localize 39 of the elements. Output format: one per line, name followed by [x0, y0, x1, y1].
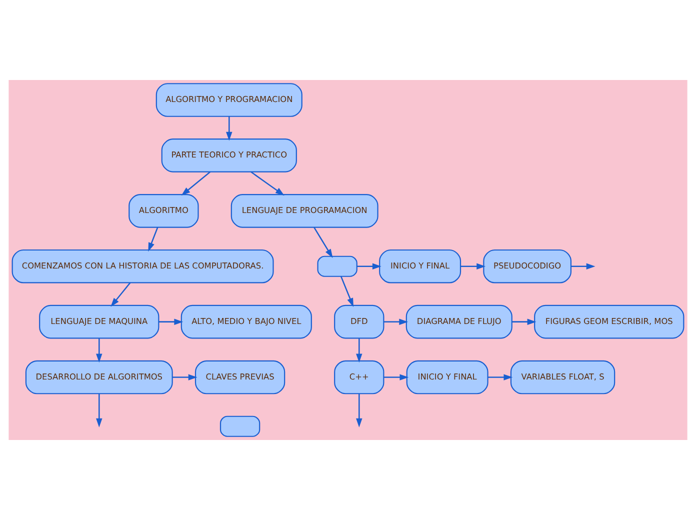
node-box: ALGORITMO Y PROGRAMACION — [156, 83, 302, 117]
node-box: ALTO, MEDIO Y BAJO NIVEL — [180, 304, 312, 339]
arrow — [181, 171, 211, 196]
node-box: COMENZAMOS CON LA HISTORIA DE LAS COMPUTADORAS. — [12, 249, 274, 284]
node-box: CLAVES PREVIAS — [194, 360, 286, 394]
arrow — [357, 263, 382, 270]
arrow — [356, 338, 362, 363]
node-box: DESARROLLO DE ALGORITMOS — [25, 360, 173, 394]
node-box: VARIABLES FLOAT, S — [510, 360, 616, 394]
arrow — [384, 374, 409, 380]
arrow — [488, 374, 513, 380]
arrow — [384, 318, 408, 325]
arrow — [110, 282, 131, 307]
arrow — [314, 227, 333, 258]
node-box: LENGUAJE DE MAQUINA — [39, 304, 160, 339]
node-box: INICIO Y FINAL — [379, 249, 462, 284]
node-box: INICIO Y FINAL — [406, 360, 488, 394]
node-box — [220, 416, 260, 437]
arrow — [226, 116, 232, 141]
node-box: FIGURAS GEOM ESCRIBIR, MOS — [534, 304, 684, 339]
node-box: DFD — [334, 304, 384, 339]
arrow — [356, 394, 362, 428]
arrow — [148, 227, 158, 252]
arrow — [96, 338, 102, 363]
arrow — [512, 318, 536, 325]
arrow — [460, 263, 486, 270]
arrow — [250, 171, 284, 196]
arrow — [172, 374, 198, 380]
node-box — [317, 256, 358, 277]
node-box: DIAGRAMA DE FLUJO — [406, 304, 512, 339]
node-box: LENGUAJE DE PROGRAMACION — [230, 194, 378, 228]
arrow — [158, 318, 184, 325]
node-box: PARTE TEORICO Y PRACTICO — [161, 138, 297, 172]
node-box: ALGORITMO — [128, 194, 199, 228]
arrow — [571, 263, 596, 270]
node-box: C++ — [334, 360, 384, 394]
arrow — [96, 394, 102, 428]
node-box: PSEUDOCODIGO — [483, 249, 572, 284]
arrow — [340, 276, 354, 308]
